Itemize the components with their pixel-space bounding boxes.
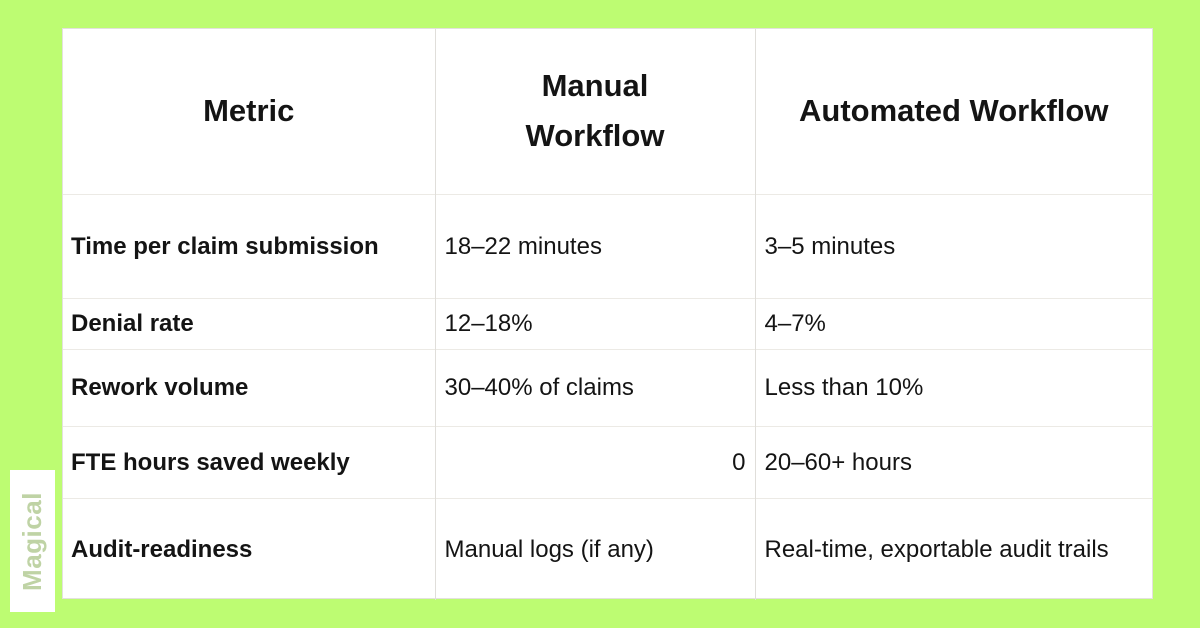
automated-value-cell: 4–7% [754, 297, 1152, 349]
header-row: Metric Manual Workflow Automated Workflo… [63, 29, 1152, 194]
metric-cell: Denial rate [63, 297, 435, 349]
metric-cell: Time per claim submission [63, 193, 435, 298]
table-row: FTE hours saved weekly 0 20–60+ hours [63, 425, 1152, 498]
manual-value-cell: Manual logs (if any) [434, 497, 755, 600]
manual-value-cell: 18–22 minutes [434, 193, 755, 298]
manual-value-cell: 12–18% [434, 297, 755, 349]
table-row: Rework volume 30–40% of claims Less than… [63, 348, 1152, 426]
column-header-manual-workflow-label: Manual Workflow [525, 68, 665, 154]
metric-cell: Rework volume [63, 348, 435, 426]
automated-value-cell: Real-time, exportable audit trails [754, 497, 1152, 600]
table-row: Time per claim submission 18–22 minutes … [63, 193, 1152, 298]
comparison-table: Metric Manual Workflow Automated Workflo… [62, 28, 1153, 600]
workflow-comparison-table: Metric Manual Workflow Automated Workflo… [63, 29, 1152, 600]
table-row: Denial rate 12–18% 4–7% [63, 297, 1152, 349]
column-header-metric: Metric [203, 93, 295, 129]
column-header-manual-workflow: Manual Workflow [434, 29, 755, 194]
automated-value-cell: 20–60+ hours [754, 425, 1152, 498]
manual-value-cell: 0 [434, 425, 755, 498]
table-row: Audit-readiness Manual logs (if any) Rea… [63, 497, 1152, 600]
automated-value-cell: 3–5 minutes [754, 193, 1152, 298]
automated-value-cell: Less than 10% [754, 348, 1152, 426]
magical-watermark: Magical [10, 470, 55, 612]
metric-cell: FTE hours saved weekly [63, 425, 435, 498]
magical-watermark-label: Magical [17, 491, 47, 591]
metric-cell: Audit-readiness [63, 497, 435, 600]
column-header-automated-workflow: Automated Workflow [754, 29, 1152, 194]
manual-value-cell: 30–40% of claims [434, 348, 755, 426]
